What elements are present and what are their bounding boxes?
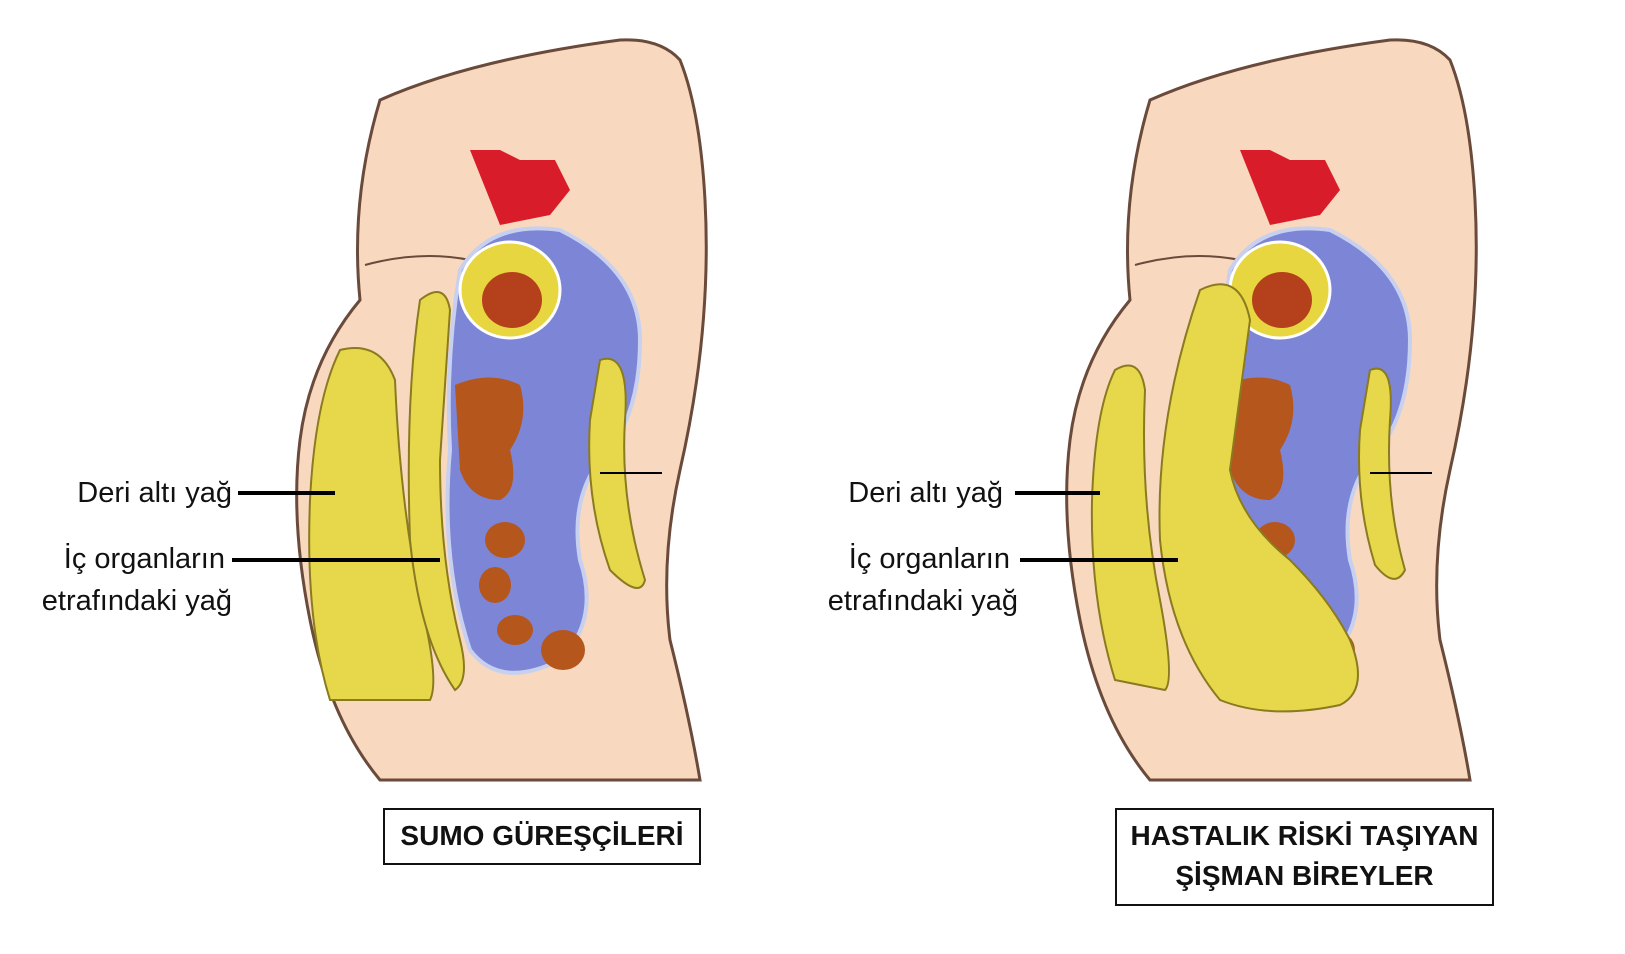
caption-text: SUMO GÜREŞÇİLERİ xyxy=(400,820,684,851)
subcutaneous-fat-front xyxy=(1090,364,1170,692)
caption-text-line1: HASTALIK RİSKİ TAŞIYAN xyxy=(1130,820,1479,851)
label-visceral-fat-line2: etrafındaki yağ xyxy=(41,585,232,617)
caption-box-sumo: SUMO GÜREŞÇİLERİ xyxy=(383,808,701,865)
label-visceral-fat-line1: İç organların xyxy=(848,543,1010,575)
caption-text-line2: ŞİŞMAN BİREYLER xyxy=(1175,860,1434,891)
caption-box-obese: HASTALIK RİSKİ TAŞIYAN ŞİŞMAN BİREYLER xyxy=(1115,808,1494,906)
visceral-fat xyxy=(1158,283,1359,713)
label-visceral-fat-line2: etrafındaki yağ xyxy=(827,585,1018,617)
label-visceral-fat-line1: İç organların xyxy=(63,543,225,575)
visceral-fat xyxy=(407,291,465,692)
subcutaneous-fat-front xyxy=(308,347,435,701)
label-subcutaneous-fat: Deri altı yağ xyxy=(848,477,1003,509)
sumo-torso-illustration xyxy=(232,37,709,783)
obese-torso-illustration xyxy=(1015,37,1479,783)
label-subcutaneous-fat: Deri altı yağ xyxy=(77,477,232,509)
